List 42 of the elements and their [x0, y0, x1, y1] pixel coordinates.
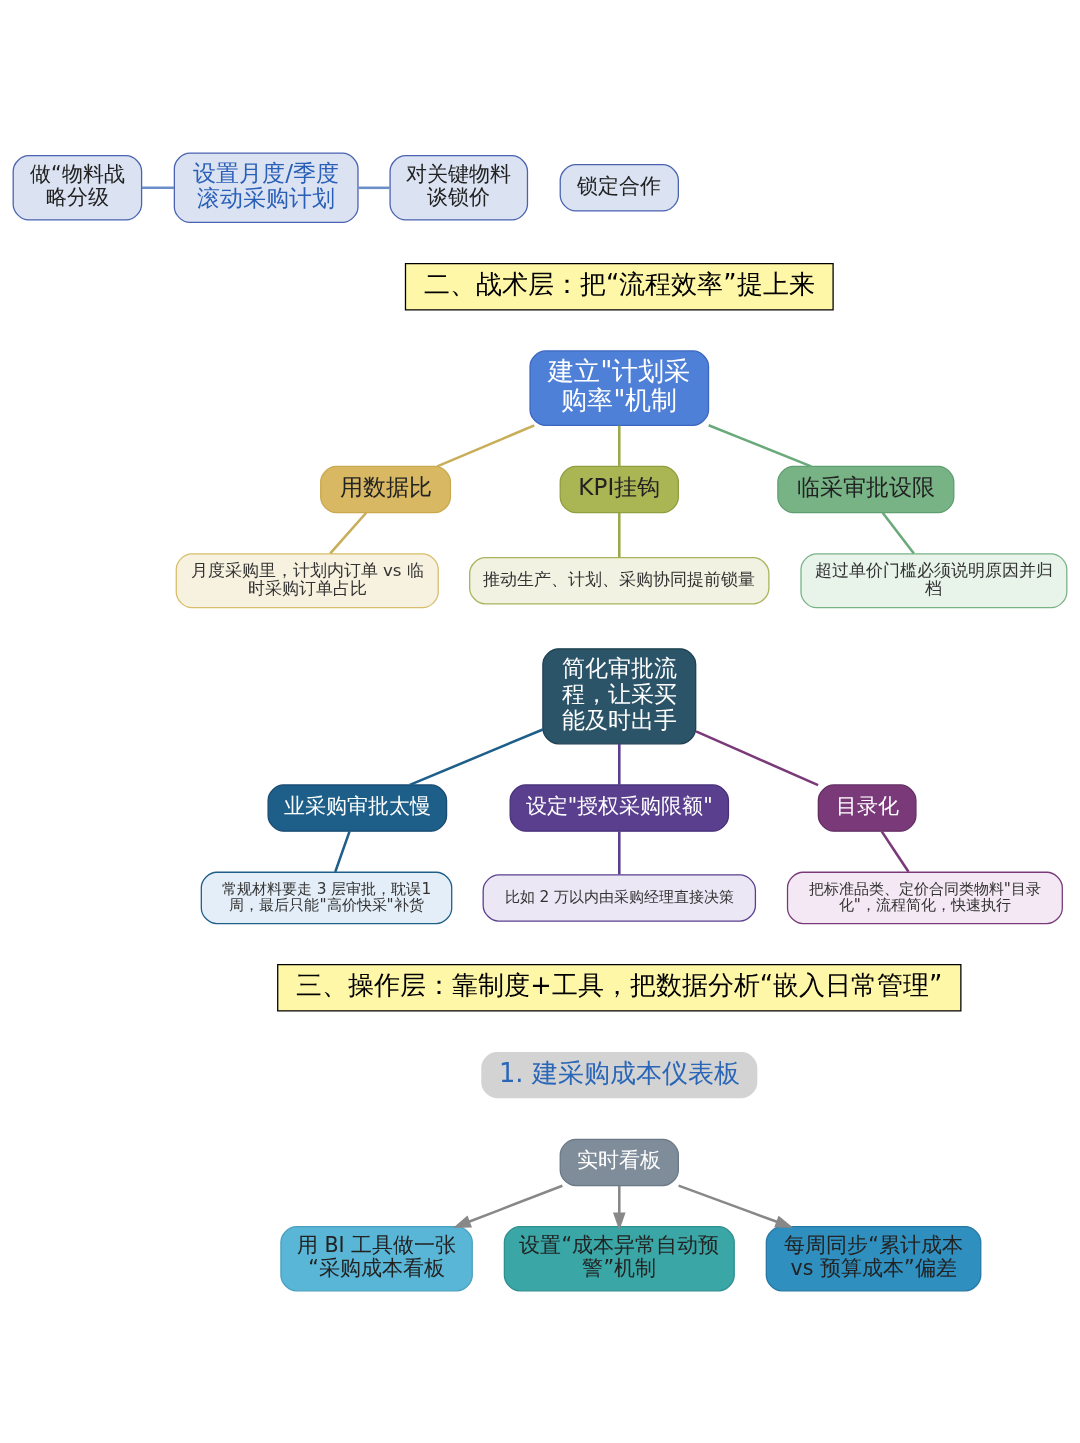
node-box: 比如 2 万以内由采购经理直接决策: [482, 873, 757, 922]
connector: [881, 511, 915, 554]
node-box: 用数据比: [320, 465, 452, 513]
connector: [695, 729, 819, 786]
node-box: 设定"授权采购限额": [509, 783, 730, 832]
node-box: 目录化: [817, 783, 917, 832]
arrow: [613, 1185, 626, 1230]
connector: [618, 743, 621, 785]
label: 三、操作层：靠制度+工具，把数据分析“嵌入日常管理”: [296, 969, 943, 1000]
connector: [708, 423, 812, 468]
connector: [329, 511, 368, 554]
node-box: 用 BI 工具做一张“采购成本看板: [280, 1225, 473, 1291]
arrow: [452, 1184, 563, 1228]
node-box: 设置月度/季度滚动采购计划: [173, 152, 359, 223]
arrow: [678, 1183, 794, 1228]
node-box: 设置“成本异常自动预警”机制: [503, 1225, 735, 1291]
node-box: 推动生产、计划、采购协同提前锁量: [469, 556, 770, 604]
node-box: 锁定合作: [559, 163, 679, 212]
connector: [334, 830, 351, 872]
label: 二、战术层：把“流程效率”提上来: [423, 268, 815, 299]
node-box: 做“物料战略分级: [12, 154, 143, 221]
connector: [436, 423, 535, 468]
node-box: 把标准品类、定价合同类物料"目录化"，流程简化，快速执行: [786, 871, 1063, 924]
connector: [618, 512, 621, 557]
node-box: 临采审批设限: [777, 465, 955, 513]
node-box: 实时看板: [559, 1138, 679, 1186]
connector: [880, 830, 910, 873]
node-box: 业采购审批太慢: [267, 783, 448, 832]
node-box: 常规材料要走 3 层审批，耽误1周，最后只能"高价快采"补货: [200, 871, 453, 924]
node-box: 简化审批流程，让采买能及时出手: [542, 647, 697, 744]
node-box: 建立"计划采购率"机制: [529, 349, 710, 426]
node-box: 对关键物料谈锁价: [389, 154, 529, 221]
connector: [358, 186, 390, 189]
connector: [618, 425, 621, 466]
label: 1. 建采购成本仪表板: [498, 1057, 740, 1088]
connector: [618, 830, 621, 874]
node-box: 超过单价门槛必须说明原因并归档: [800, 552, 1068, 608]
node-box: KPI挂钩: [559, 465, 679, 513]
connector: [409, 727, 544, 786]
node-box: 月度采购里，计划内订单 vs 临时采购订单占比: [175, 552, 439, 608]
connector: [141, 186, 174, 189]
node-box: 每周同步“累计成本 vs 预算成本”偏差: [765, 1225, 982, 1291]
